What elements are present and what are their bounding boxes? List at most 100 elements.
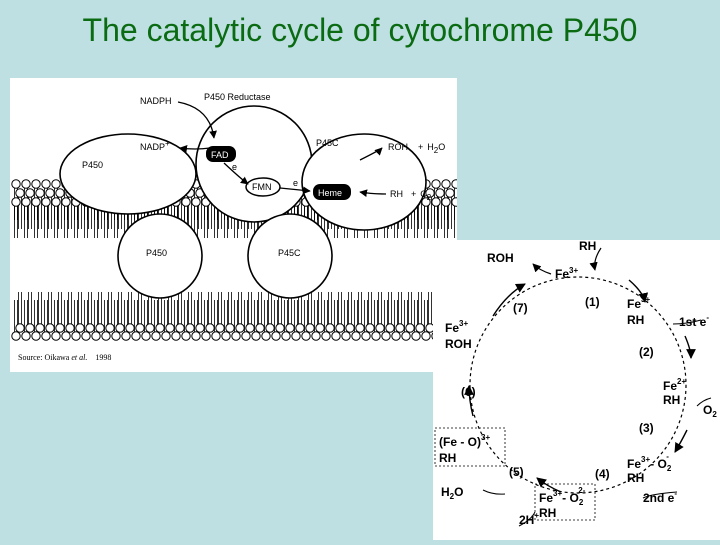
lipid-tail (88, 292, 92, 324)
protons: 2H+ (519, 511, 539, 527)
two-h-arrow (518, 511, 536, 527)
lipid-head (75, 323, 85, 333)
lipid-head (21, 197, 31, 207)
lipid-tail (444, 206, 448, 238)
lipid-tail (128, 292, 132, 324)
lipid-tail (24, 206, 28, 238)
lipid-head (115, 323, 125, 333)
cycle-arrow-4 (536, 477, 562, 493)
lipid-tail (218, 292, 222, 324)
lipid-head (125, 323, 135, 333)
lipid-tail (434, 206, 438, 238)
lipid-tail (74, 206, 78, 238)
lipid-head (225, 323, 235, 333)
lipid-head (25, 323, 35, 333)
second-electron: 2nd e- (643, 489, 677, 505)
lipid-head (421, 197, 431, 207)
lipid-head (41, 179, 51, 189)
lipid-tail (18, 292, 22, 324)
roh-top: ROH (487, 251, 514, 265)
substrate-label: RH+C2 (390, 189, 432, 202)
lipid-head (435, 188, 445, 198)
lipid-head (231, 331, 241, 341)
lipid-tail (98, 292, 102, 324)
lipid-head (221, 331, 231, 341)
lipid-head (361, 331, 371, 341)
p450-bottom-right-label: P45C (278, 248, 301, 258)
p450-top-right-label: P45C (316, 138, 339, 148)
lipid-head (421, 331, 431, 341)
lipid-head (215, 323, 225, 333)
lipid-head (201, 331, 211, 341)
lipid-head (381, 331, 391, 341)
lipid-head (451, 179, 461, 189)
membrane-diagram: FAD FMN Heme e e NADPH NADP+ P450 Reduct… (10, 78, 461, 372)
lipid-tail (428, 292, 432, 324)
p450-bottom-left-label: P450 (146, 248, 167, 258)
lipid-head (301, 331, 311, 341)
lipid-head (251, 331, 261, 341)
lipid-head (45, 323, 55, 333)
lipid-head (61, 331, 71, 341)
lipid-head (51, 179, 61, 189)
lipid-head (151, 331, 161, 341)
lipid-head (375, 323, 385, 333)
state-1-fe: Fe3+ (627, 295, 650, 311)
lipid-head (275, 323, 285, 333)
lipid-head (191, 331, 201, 341)
lipid-head (255, 323, 265, 333)
lipid-head (31, 179, 41, 189)
lipid-head (121, 331, 131, 341)
lipid-tail (68, 292, 72, 324)
lipid-head (11, 197, 21, 207)
lipid-tail (408, 292, 412, 324)
lipid-tail (204, 206, 208, 238)
lipid-tail (378, 292, 382, 324)
lipid-head (321, 331, 331, 341)
lipid-tail (328, 292, 332, 324)
lipid-tail (178, 292, 182, 324)
state-2-fe: Fe2+ (663, 377, 686, 393)
cycle-arrow-5 (464, 385, 474, 417)
lipid-tail (424, 206, 428, 238)
lipid-tail (108, 292, 112, 324)
lipid-head (101, 331, 111, 341)
lipid-head (15, 323, 25, 333)
lipid-head (325, 323, 335, 333)
lipid-head (135, 323, 145, 333)
lipid-tail (54, 206, 58, 238)
lipid-head (265, 323, 275, 333)
lipid-head (205, 323, 215, 333)
lipid-head (85, 323, 95, 333)
heme-label: Heme (318, 188, 342, 198)
first-e-arrow (672, 319, 702, 325)
step-5: (5) (509, 465, 524, 479)
lipid-tail (38, 292, 42, 324)
rh-top: RH (579, 240, 596, 253)
nadph-arrow (177, 101, 217, 139)
lipid-tail (348, 292, 352, 324)
lipid-head (311, 331, 321, 341)
state-6-fe: Fe3+ (445, 319, 468, 335)
lipid-head (271, 331, 281, 341)
page-title: The catalytic cycle of cytochrome P450 (82, 12, 638, 48)
cycle-svg: RH ROH Fe3+ (7) (1) Fe3+ RH 1st e- (2) F… (434, 239, 717, 527)
lipid-tail (48, 292, 52, 324)
lipid-head (385, 323, 395, 333)
p450-top-left (59, 133, 197, 215)
state-5-box (434, 427, 506, 467)
rh-in-arrow (589, 247, 602, 271)
lipid-head (425, 188, 435, 198)
lipid-head (91, 331, 101, 341)
lipid-head (51, 197, 61, 207)
lipid-tail (268, 292, 272, 324)
lipid-head (365, 323, 375, 333)
lipid-tail (44, 206, 48, 238)
cycle-arrow-6 (492, 283, 526, 317)
lipid-head (235, 323, 245, 333)
source-note: Source: Oikawa et al. 1998 (18, 353, 111, 362)
lipid-head (285, 323, 295, 333)
lipid-tail (188, 292, 192, 324)
lipid-head (445, 188, 455, 198)
product-arrow (359, 147, 383, 161)
